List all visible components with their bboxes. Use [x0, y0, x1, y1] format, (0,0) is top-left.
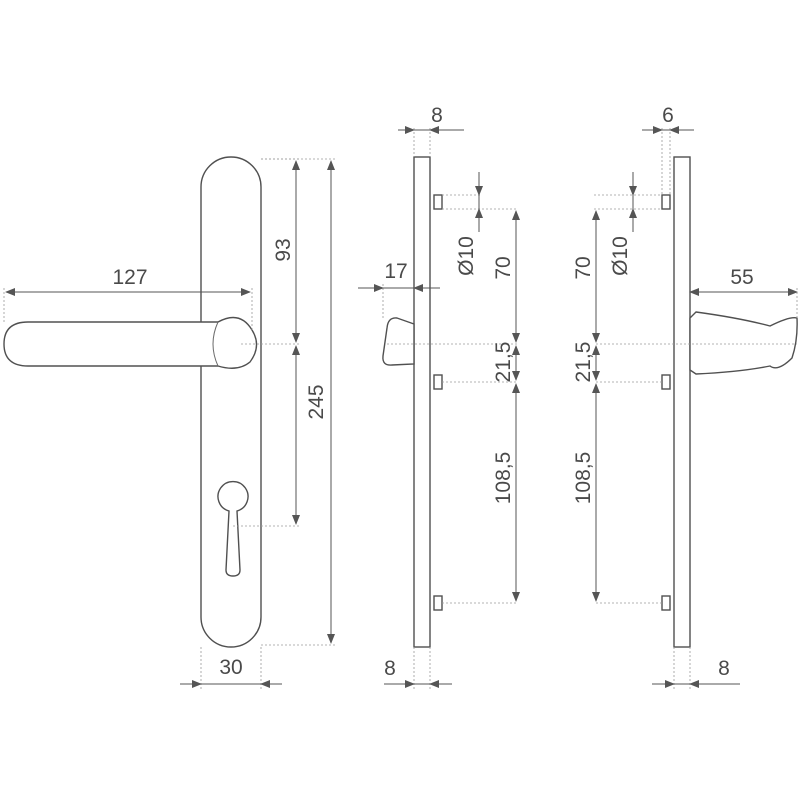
dim-127-text: 127: [112, 266, 147, 289]
dim-right-6-text: 6: [662, 104, 674, 127]
dim-right-d10-text: Ø10: [609, 236, 632, 276]
right-lever-profile: [689, 311, 798, 375]
right-screw-boss-top: [661, 194, 671, 210]
dim-side-108-text: 108,5: [492, 452, 515, 505]
dim-side-70-text: 70: [492, 256, 515, 279]
front-view: 127 93 245 30: [3, 156, 335, 690]
side-screw-boss-mid: [433, 374, 443, 390]
right-screw-boss-mid: [661, 374, 671, 390]
key-cylinder-hole: [217, 480, 249, 577]
side-view-right: 6 Ø10 70 21,5 108,5 55 8: [572, 104, 798, 690]
right-backplate: [673, 156, 691, 648]
front-backplate: [200, 156, 262, 648]
side-screw-boss-bottom: [433, 595, 443, 611]
side-view-middle: 8 17 Ø10 70 21,5 108,5 8: [358, 104, 520, 690]
side-lever-stub: [382, 317, 415, 366]
dim-right-8-bottom-text: 8: [718, 657, 730, 680]
front-lever: [3, 316, 258, 369]
dim-side-21-text: 21,5: [492, 342, 515, 383]
dim-side-d10-text: Ø10: [455, 236, 478, 276]
dim-side-8-bottom-text: 8: [384, 657, 396, 680]
dim-side-17-text: 17: [384, 260, 407, 283]
dim-side-8-top-text: 8: [431, 104, 443, 127]
dim-93-text: 93: [272, 238, 295, 261]
dim-right-108-text: 108,5: [572, 452, 595, 505]
dim-right-55-text: 55: [730, 266, 753, 289]
right-screw-boss-bottom: [661, 595, 671, 611]
side-backplate: [413, 156, 431, 648]
dim-245-text: 245: [305, 384, 328, 419]
front-lever-rose: [212, 321, 219, 367]
dim-right-70-text: 70: [572, 256, 595, 279]
side-screw-boss-top: [433, 194, 443, 210]
dim-30-text: 30: [219, 656, 242, 679]
dim-right-21-text: 21,5: [572, 342, 595, 383]
